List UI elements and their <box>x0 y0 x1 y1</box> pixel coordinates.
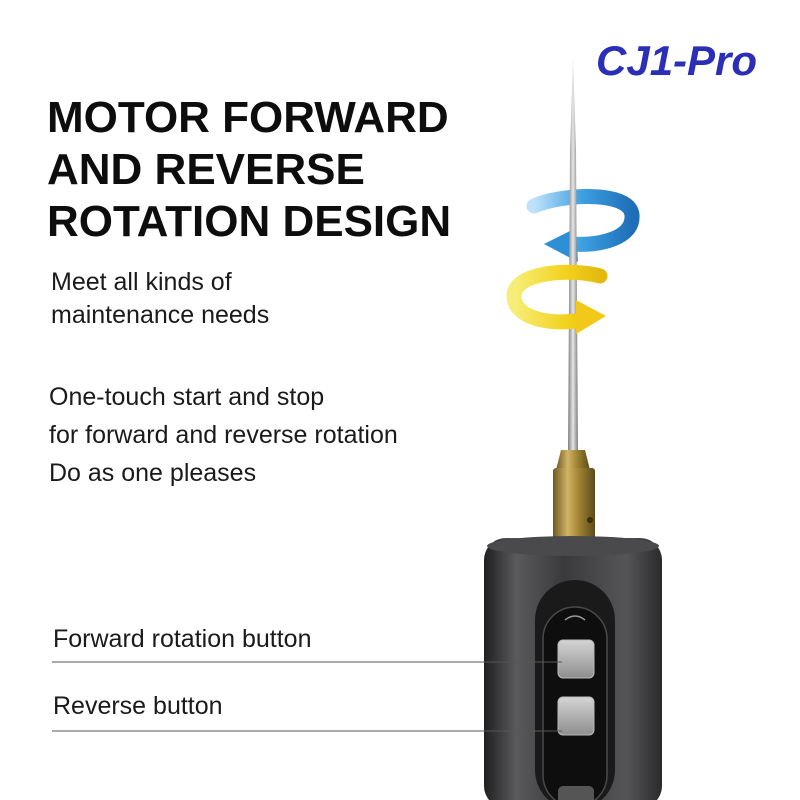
headline-line: AND REVERSE <box>47 145 365 194</box>
reverse-button[interactable] <box>557 696 595 736</box>
feature-line: One-touch start and stop <box>49 383 325 411</box>
lower-button <box>558 786 594 800</box>
model-name: CJ1-Pro <box>596 37 758 84</box>
feature-text-one-touch: One-touch start and stop for forward and… <box>49 378 398 492</box>
feature-line: for forward and reverse rotation <box>49 421 398 449</box>
forward-rotation-button[interactable] <box>557 639 595 679</box>
headline-line: MOTOR FORWARD <box>47 93 449 142</box>
brass-collet <box>553 450 595 540</box>
blue-counterclockwise-rotation-arrow-icon <box>526 189 640 262</box>
feature-line: maintenance needs <box>51 301 270 329</box>
feature-text-maintenance: Meet all kinds of maintenance needs <box>51 266 269 332</box>
yellow-clockwise-rotation-arrow-icon <box>506 264 608 334</box>
feature-line: Do as one pleases <box>49 459 257 487</box>
probe-needle <box>568 58 578 450</box>
headline-line: ROTATION DESIGN <box>47 197 452 246</box>
forward-button-label: Forward rotation button <box>53 625 312 653</box>
headline: MOTOR FORWARD AND REVERSE ROTATION DESIG… <box>47 92 517 248</box>
feature-line: Meet all kinds of <box>51 268 232 296</box>
reverse-button-label: Reverse button <box>53 692 223 720</box>
